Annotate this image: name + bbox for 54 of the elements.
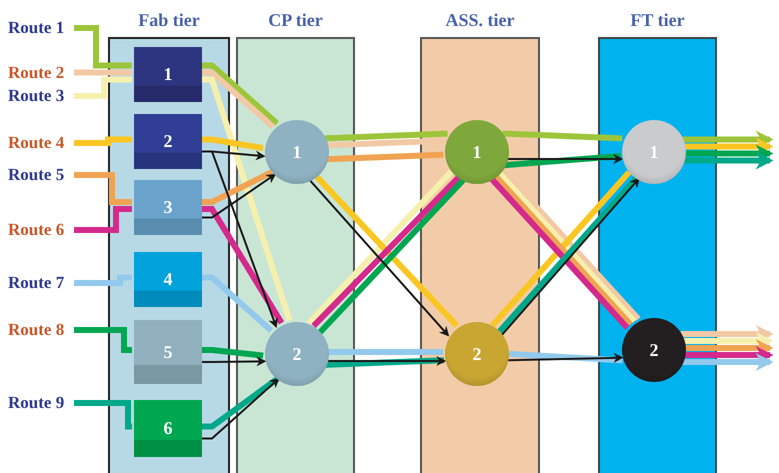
route-line: [680, 353, 774, 371]
tier-heading: CP tier: [267, 9, 324, 32]
route-label: Route 3: [8, 86, 74, 106]
machine-block: 3: [134, 180, 202, 235]
route-label: Route 5: [8, 165, 74, 185]
route-line: [74, 206, 132, 233]
station-circle: 2: [445, 322, 509, 386]
route-line: [74, 25, 132, 68]
route-line: [682, 152, 774, 170]
machine-block: 5: [134, 320, 202, 384]
route-line: [200, 76, 292, 322]
route-line: [327, 349, 443, 355]
route-label: Route 1: [8, 18, 74, 38]
station-circle: 1: [265, 120, 329, 184]
route-label: Route 7: [8, 273, 74, 293]
arrow: [200, 378, 280, 440]
station-circle: 2: [265, 322, 329, 386]
route-line: [200, 347, 264, 359]
route-line: [502, 130, 622, 142]
route-line: [74, 70, 132, 76]
machine-block: 1: [134, 47, 202, 102]
station-circle: 2: [622, 318, 686, 382]
route-line: [74, 274, 132, 286]
route-line: [74, 327, 132, 353]
arrow: [308, 178, 450, 337]
station-circle: 1: [445, 120, 509, 184]
route-line: [326, 152, 444, 162]
route-label: Route 9: [8, 393, 74, 413]
route-line: [74, 76, 132, 99]
machine-block: 4: [134, 252, 202, 307]
route-line: [200, 206, 284, 325]
route-line: [200, 169, 274, 205]
arrow: [200, 356, 266, 366]
route-line: [200, 136, 264, 152]
route-line: [200, 70, 275, 130]
arrow: [200, 174, 276, 218]
arrow: [506, 154, 624, 164]
machine-block: 6: [134, 400, 202, 457]
route-line: [200, 376, 280, 430]
route-line: [200, 274, 274, 333]
route-line: [502, 153, 621, 168]
route-label: Route 8: [8, 320, 74, 340]
route-label: Route 4: [8, 133, 74, 153]
tier-heading: ASS. tier: [444, 9, 516, 32]
machine-block: 2: [134, 114, 202, 169]
route-line: [74, 400, 132, 430]
route-line: [200, 62, 280, 126]
route-label: Route 2: [8, 62, 74, 82]
route-line: [74, 172, 132, 205]
route-label: Route 6: [8, 220, 74, 240]
tier-heading: FT tier: [629, 9, 686, 32]
tier-heading: Fab tier: [137, 9, 201, 32]
route-line: [74, 136, 132, 146]
route-line: [324, 130, 448, 142]
